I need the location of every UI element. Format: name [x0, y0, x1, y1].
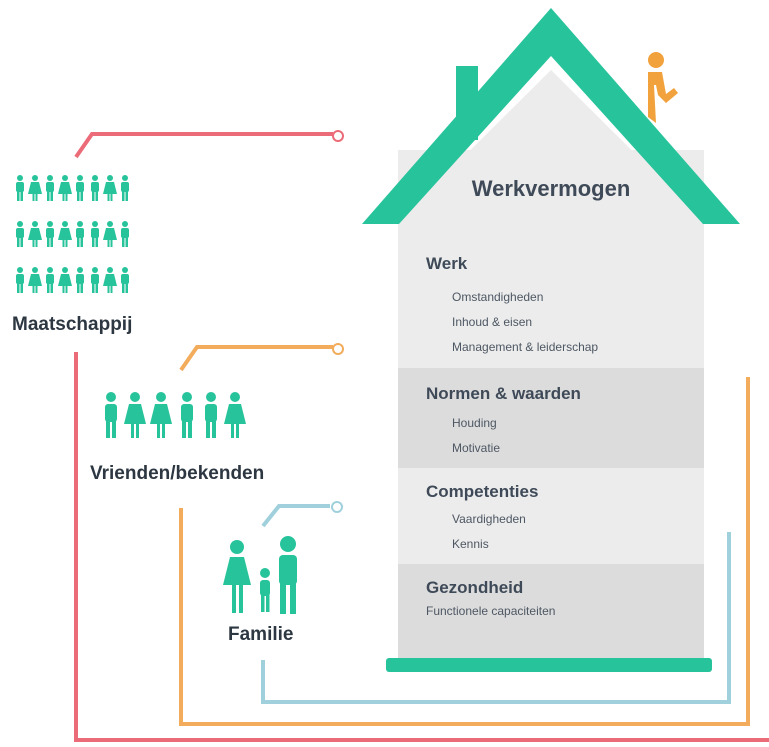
floor-item: Omstandigheden — [452, 290, 544, 304]
house-base — [386, 658, 712, 672]
roof — [362, 8, 740, 224]
friends-label: Vrienden/bekenden — [90, 463, 265, 484]
floor-item: Houding — [452, 416, 497, 430]
family-connector-dot — [331, 501, 343, 513]
floor-item: Inhoud & eisen — [452, 315, 533, 329]
family-icons — [223, 536, 297, 614]
floor-normen-waarden: Normen & waarden Houding Motivatie — [398, 368, 704, 468]
floor-title: Competenties — [426, 482, 539, 501]
friends-people-icons — [105, 392, 246, 438]
friends-connector-dot — [332, 343, 344, 355]
floor-title: Normen & waarden — [426, 384, 581, 403]
society-label: Maatschappij — [12, 314, 133, 335]
floor-item: Management & leiderschap — [452, 340, 599, 354]
floor-gezondheid: Gezondheid Functionele capaciteiten — [398, 564, 704, 658]
floor-item: Motivatie — [452, 441, 501, 455]
floor-competenties: Competenties Vaardigheden Kennis — [398, 468, 704, 564]
floor-item: Vaardigheden — [452, 512, 526, 526]
floor-werk: Werk Omstandigheden Inhoud & eisen Manag… — [398, 244, 704, 368]
society-people-icons — [16, 175, 129, 293]
society-connector-line — [74, 132, 333, 159]
person-on-roof-icon — [648, 52, 678, 123]
floor-item: Kennis — [452, 537, 489, 551]
friends-connector-line — [179, 345, 333, 372]
family-outer-line — [261, 532, 731, 704]
friends-outer-line — [179, 377, 750, 726]
family-connector-line — [261, 504, 330, 528]
roof-inner — [398, 70, 704, 222]
society-connector-dot — [332, 130, 344, 142]
society-outer-line — [74, 352, 769, 742]
floor-item: Functionele capaciteiten — [426, 604, 556, 618]
floor-title: Gezondheid — [426, 578, 524, 597]
floor-title: Werk — [426, 254, 468, 273]
family-label: Familie — [228, 624, 294, 645]
house-title: Werkvermogen — [471, 176, 631, 201]
